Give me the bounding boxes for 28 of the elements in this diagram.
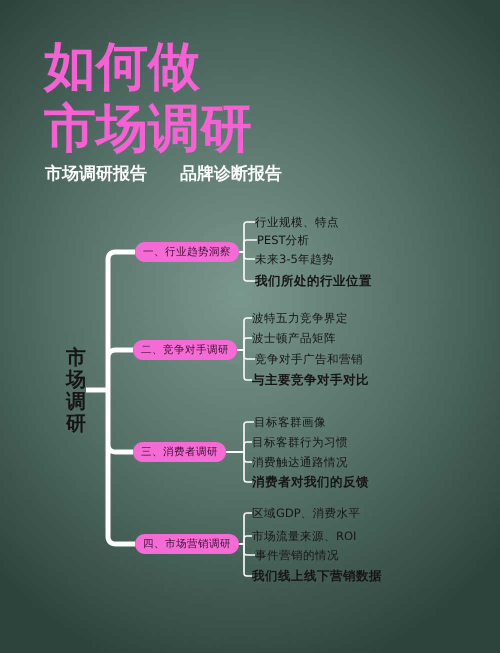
item-text: 市场流量来源、ROI xyxy=(252,528,356,544)
item-text: 区域GDP、消费水平 xyxy=(252,506,361,520)
item-text: 竞争对手广告和营销 xyxy=(255,352,363,366)
item-text: 消费者对我们的反馈 xyxy=(252,474,369,490)
item-text: 目标客群行为习惯 xyxy=(252,434,348,450)
bracket-line xyxy=(226,451,252,483)
bracket-line xyxy=(239,543,252,577)
item-text: 我们所处的行业位置 xyxy=(255,272,372,290)
title: 如何做市场调研 xyxy=(44,36,253,160)
category-pill: 一、行业趋势洞察 xyxy=(135,242,239,262)
item-text: 波特五力竞争界定 xyxy=(252,310,348,326)
item-text: 行业规模、特点 xyxy=(255,214,339,230)
item-text: 消费触达通路情况 xyxy=(252,454,348,470)
subtitle: 市场调研报告 xyxy=(45,163,147,185)
bracket-line xyxy=(239,251,255,282)
item-text: 事件营销的情况 xyxy=(255,548,339,562)
subtitle: 品牌诊断报告 xyxy=(180,163,282,185)
item-text: PEST分析 xyxy=(257,232,310,248)
item-text: 我们线上线下营销数据 xyxy=(252,568,382,584)
category-pill: 三、消费者调研 xyxy=(133,442,226,462)
item-text: 与主要竞争对手对比 xyxy=(252,372,369,388)
item-text: 波士顿产品矩阵 xyxy=(252,330,336,346)
bracket-line xyxy=(237,349,252,381)
category-pill: 四、市场营销调研 xyxy=(135,534,239,554)
category-pill: 二、竞争对手调研 xyxy=(133,340,237,360)
item-text: 目标客群画像 xyxy=(254,414,326,430)
topic-text: 市场调研 xyxy=(66,346,86,434)
item-text: 未来3-5年趋势 xyxy=(255,252,334,266)
